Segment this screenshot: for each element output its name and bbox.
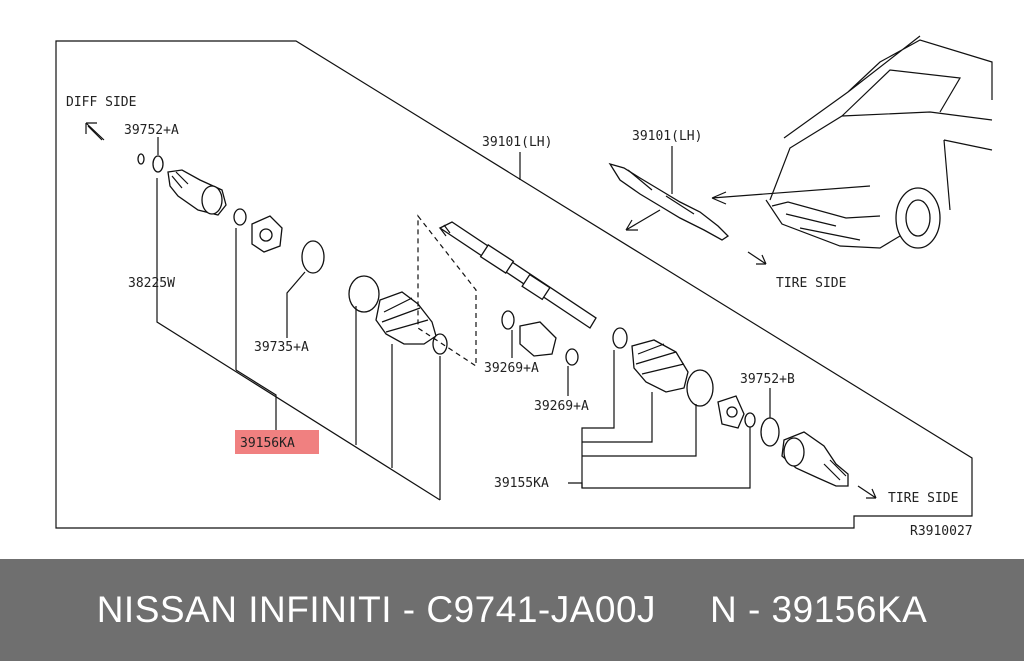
boot-band-outer-large bbox=[686, 369, 714, 407]
inner-boot bbox=[375, 291, 437, 345]
diagram-frame bbox=[55, 40, 973, 529]
outer-boot bbox=[631, 339, 689, 393]
drive-shaft bbox=[438, 221, 597, 329]
circlip-small bbox=[233, 208, 247, 226]
reference-code: R3910027 bbox=[910, 524, 973, 539]
outer-circlip bbox=[744, 412, 756, 428]
footer-text: NISSAN INFINITI - C9741-JA00J N - 39156K… bbox=[96, 589, 928, 630]
inner-joint-housing bbox=[167, 169, 227, 216]
part-label-39101lh-main: 39101(LH) bbox=[482, 135, 552, 150]
outer-joint-housing bbox=[781, 431, 849, 487]
snap-ring-left-2 bbox=[152, 155, 164, 173]
part-label-39155ka: 39155KA bbox=[494, 476, 549, 491]
part-label-39156ka: 39156KA bbox=[240, 436, 295, 451]
boot-band-inner-large bbox=[348, 275, 380, 313]
snap-ring-left bbox=[137, 153, 145, 165]
snap-ring-39735 bbox=[301, 240, 325, 274]
tire-side-label-top: TIRE SIDE bbox=[776, 276, 846, 291]
footer-banner: NISSAN INFINITI - C9741-JA00J N - 39156K… bbox=[0, 559, 1024, 661]
highlight-box-39156ka bbox=[235, 430, 319, 454]
diff-side-arrow-icon bbox=[85, 122, 105, 141]
damper-band-2 bbox=[565, 348, 579, 366]
part-label-39752a: 39752+A bbox=[124, 123, 179, 138]
tripod-spider bbox=[251, 215, 283, 253]
damper-band-1 bbox=[501, 310, 515, 330]
driveshaft-small-illustration bbox=[608, 162, 730, 241]
part-label-39752b: 39752+B bbox=[740, 372, 795, 387]
snap-ring-39752b bbox=[760, 417, 780, 447]
outer-bearing-cage bbox=[717, 395, 745, 429]
boot-band-inner-small bbox=[432, 333, 448, 355]
tire-side-arrow-bottom-icon bbox=[857, 485, 877, 499]
car-illustration bbox=[765, 35, 993, 249]
part-label-38225w: 38225W bbox=[128, 276, 175, 291]
tire-side-arrow-top-icon bbox=[747, 251, 767, 265]
part-label-39735a: 39735+A bbox=[254, 340, 309, 355]
tire-side-label-bottom: TIRE SIDE bbox=[888, 491, 958, 506]
part-label-39269a-2: 39269+A bbox=[534, 399, 589, 414]
car-pointer-arrow-icon bbox=[711, 185, 871, 205]
shaft-direction-arrow-icon bbox=[625, 209, 661, 231]
part-label-39101lh-car: 39101(LH) bbox=[632, 129, 702, 144]
boot-band-outer-small bbox=[612, 327, 628, 349]
part-label-39269a-1: 39269+A bbox=[484, 361, 539, 376]
diff-side-label: DIFF SIDE bbox=[66, 95, 136, 110]
dynamic-damper bbox=[519, 321, 557, 357]
